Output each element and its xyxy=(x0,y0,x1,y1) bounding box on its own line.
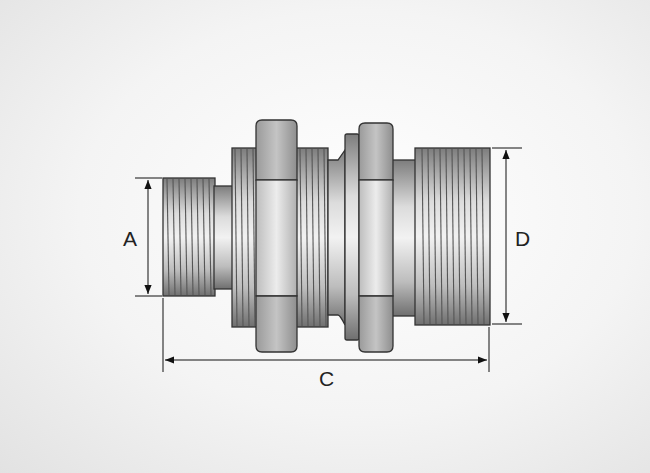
thread-end xyxy=(415,148,490,325)
neck xyxy=(214,186,234,289)
hex-nut xyxy=(256,120,297,352)
flange xyxy=(345,134,359,340)
thread-line xyxy=(235,149,237,326)
thread-line xyxy=(464,149,466,324)
thread-line xyxy=(440,149,442,324)
thread-line xyxy=(247,149,249,326)
thread-line xyxy=(306,149,308,326)
body-thread xyxy=(296,148,328,327)
collar xyxy=(328,150,345,325)
thread-line xyxy=(482,149,484,324)
thread-line xyxy=(422,149,424,324)
thread-line xyxy=(476,149,478,324)
thread-line xyxy=(241,149,243,326)
dimension-lines xyxy=(135,148,522,372)
dimension-label: A xyxy=(120,227,140,250)
neck xyxy=(392,160,418,316)
dimension-label: C xyxy=(316,367,337,390)
thread-end xyxy=(163,178,215,296)
thread-line xyxy=(167,179,169,295)
thread-line xyxy=(312,149,314,326)
thread-line xyxy=(173,179,175,295)
thread-line xyxy=(428,149,430,324)
thread-line xyxy=(446,149,448,324)
thread-line xyxy=(203,179,205,295)
thread-line xyxy=(452,149,454,324)
thread-line xyxy=(185,179,187,295)
thread-line xyxy=(458,149,460,324)
thread-line xyxy=(324,149,326,326)
thread-line xyxy=(470,149,472,324)
hex-nut xyxy=(359,123,393,352)
thread-line xyxy=(300,149,302,326)
thread-line xyxy=(197,179,199,295)
thread-line xyxy=(179,179,181,295)
thread-line xyxy=(209,179,211,295)
body-thread xyxy=(232,148,258,327)
dimension-label: D xyxy=(512,227,533,250)
thread-line xyxy=(318,149,320,326)
thread-line xyxy=(253,149,255,326)
thread-line xyxy=(434,149,436,324)
thread-line xyxy=(191,179,193,295)
